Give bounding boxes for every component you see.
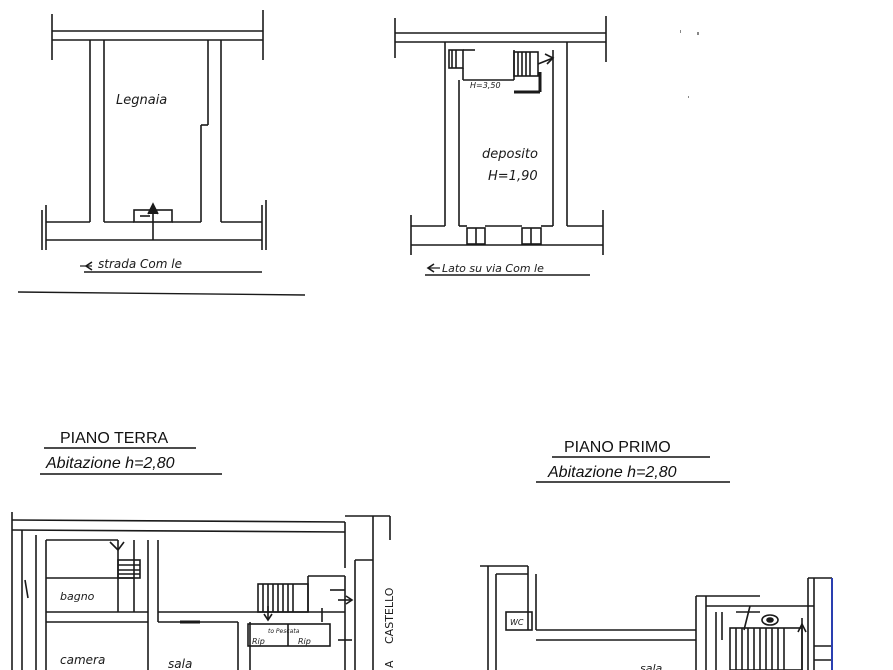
room-label-legnaia: Legnaia bbox=[116, 93, 167, 108]
room-height-deposito: H=1,90 bbox=[488, 169, 538, 184]
piano-primo-title: PIANO PRIMO bbox=[564, 439, 671, 456]
piano-primo-subtitle: Abitazione h=2,80 bbox=[547, 464, 677, 481]
street-label-legnaia: strada Com le bbox=[98, 257, 182, 271]
piano-terra-subtitle: Abitazione h=2,80 bbox=[45, 455, 175, 472]
room-note-pescata: to Pescata bbox=[268, 628, 300, 635]
plan-piano-terra bbox=[11, 512, 391, 670]
scan-specks bbox=[680, 30, 699, 98]
plan-legnaia bbox=[17, 10, 306, 296]
room-label-camera: camera bbox=[60, 653, 105, 667]
room-label-primo-cut: sala bbox=[640, 662, 663, 670]
street-label-castello: CASTELLO bbox=[383, 587, 396, 644]
room-label-rip-1: Rip bbox=[252, 637, 265, 646]
height-mark-deposito: H=3,50 bbox=[470, 81, 501, 90]
room-label-rip-2: Rip bbox=[298, 637, 311, 646]
street-label-prefix: A bbox=[383, 660, 396, 668]
street-label-deposito: Lato su via Com le bbox=[442, 262, 544, 275]
plan-piano-primo bbox=[480, 565, 832, 670]
room-label-sala: sala bbox=[168, 657, 192, 670]
piano-terra-title: PIANO TERRA bbox=[60, 430, 169, 447]
plan-deposito bbox=[394, 16, 607, 276]
room-label-deposito: deposito bbox=[482, 147, 538, 162]
room-label-bagno: bagno bbox=[60, 590, 95, 603]
room-label-wc: WC bbox=[510, 618, 524, 627]
